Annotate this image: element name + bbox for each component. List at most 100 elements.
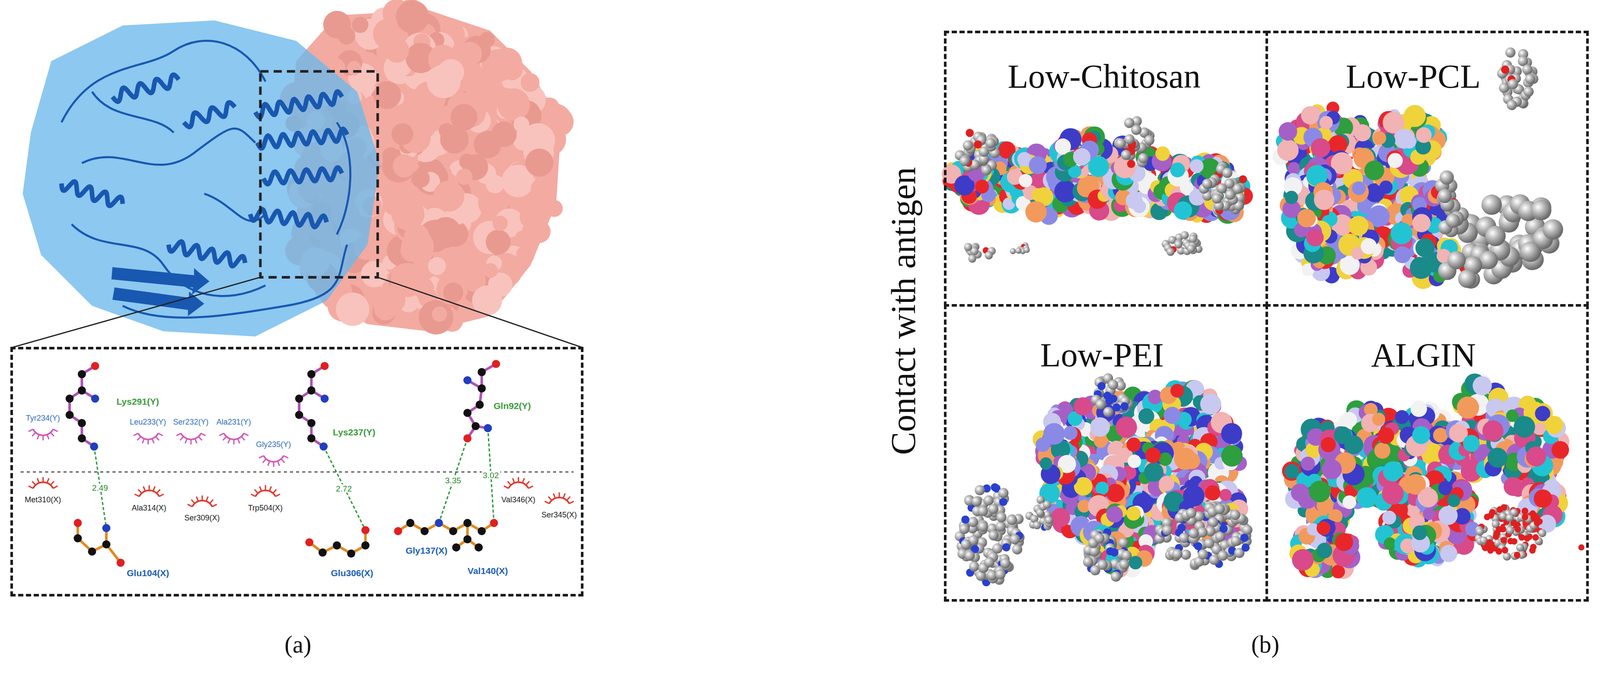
hydrophobic-spoke <box>152 486 155 492</box>
hydrophobic-spoke <box>228 439 230 444</box>
hydrophobic-spoke <box>258 455 264 459</box>
hydrophobic-spoke <box>525 481 530 486</box>
surface-patch <box>1155 146 1170 162</box>
leader-line <box>11 277 261 348</box>
atom <box>489 519 498 528</box>
polymer-atom <box>1127 159 1136 169</box>
alpha-helix <box>255 91 343 118</box>
surface-bump <box>391 123 414 146</box>
atom <box>116 558 125 568</box>
surface-patch <box>1393 246 1411 264</box>
polymer-atom <box>1439 170 1454 185</box>
atom <box>307 370 316 379</box>
coil-loop <box>61 40 266 123</box>
hydrophobic-spoke <box>241 436 246 441</box>
hydrophobic-spoke <box>548 497 552 501</box>
hydrophobic-spoke <box>544 501 550 504</box>
surface-bump <box>433 180 465 212</box>
polymer-atom <box>1542 219 1563 240</box>
hydrophobic-spoke <box>264 485 267 491</box>
hydrophobic-spoke <box>190 439 192 445</box>
hydrophobic-spoke <box>254 489 259 494</box>
hydrophobic-spoke <box>267 461 270 467</box>
polymer-atom <box>1479 251 1498 270</box>
polymer-atom <box>1137 153 1149 164</box>
surface-patch <box>1300 106 1320 125</box>
atom <box>320 362 329 371</box>
hydrophobic-spoke <box>42 435 44 441</box>
atom <box>307 419 316 428</box>
polymer-atom <box>1124 134 1135 145</box>
hydrophobic-spoke <box>180 436 184 441</box>
hydrophobic-spoke <box>237 439 240 444</box>
polymer-atom <box>1522 64 1533 75</box>
atom <box>471 422 480 431</box>
polymer-atom <box>1216 183 1228 194</box>
hydrophobic-spoke <box>155 436 160 441</box>
alpha-helix <box>183 102 235 128</box>
surface-patch <box>1173 201 1193 220</box>
hydrophobic-spoke <box>143 486 146 492</box>
polymer-atom <box>1437 188 1452 204</box>
surface-bump <box>485 175 505 194</box>
hydrophobic-spoke <box>259 486 262 492</box>
alpha-helix <box>257 128 348 149</box>
hydrophobic-spoke <box>517 477 520 483</box>
atom <box>307 434 316 443</box>
hydrophobic-spoke <box>159 494 164 497</box>
hydrophobic-arc <box>263 455 284 463</box>
surface-bump <box>525 148 554 177</box>
hydrophobic-spoke <box>147 439 149 445</box>
atom <box>91 362 100 371</box>
atom <box>77 419 87 428</box>
hydrophobic-spoke <box>134 494 140 497</box>
surface-bump <box>352 16 369 34</box>
atom <box>420 527 429 536</box>
surface-bump <box>410 112 437 139</box>
alpha-helix <box>263 167 343 185</box>
alpha-helix <box>112 74 179 102</box>
surface-patch <box>1390 222 1413 245</box>
hydrophobic-spoke <box>269 486 271 492</box>
surface-bump <box>411 169 431 189</box>
hydrophobic-spoke <box>28 486 34 489</box>
atom <box>320 394 329 403</box>
hydrophobic-spoke <box>184 439 187 444</box>
polymer-atom <box>1211 193 1223 204</box>
hydrophobic-spoke <box>201 495 203 501</box>
hydrophobic-spoke <box>503 486 509 489</box>
atom <box>307 386 316 396</box>
hydrophobic-arc <box>192 500 213 507</box>
atom <box>73 534 83 543</box>
atom <box>305 538 314 547</box>
surface-bump <box>335 292 370 326</box>
surface-bump <box>497 87 514 103</box>
polymer-atom <box>1201 178 1213 190</box>
hydrophobic-spoke <box>133 433 139 436</box>
hydrophobic-arc <box>33 482 54 489</box>
atom <box>477 527 486 536</box>
hydrophobic-spoke <box>273 462 275 468</box>
surface-patch <box>1412 213 1431 233</box>
interaction-map <box>28 360 574 568</box>
surface-bump <box>514 230 532 248</box>
atom <box>452 543 461 552</box>
hydrophobic-spoke <box>275 494 281 497</box>
surface-patch <box>1028 156 1047 175</box>
hydrogen-bond <box>323 446 366 531</box>
surface-patch <box>1402 134 1417 149</box>
hydrophobic-spoke <box>223 436 227 441</box>
polymer-atom <box>1144 135 1155 146</box>
surface-patch <box>975 179 989 194</box>
surface-patch <box>1379 180 1393 195</box>
surface-bump <box>492 215 508 231</box>
polymer-atom <box>1481 194 1502 215</box>
surface-bump <box>516 245 535 265</box>
surface-patch <box>1297 208 1317 228</box>
surface-bump <box>457 41 482 67</box>
surface-bump <box>376 303 392 319</box>
atom <box>319 442 328 451</box>
polymer-atom <box>1188 235 1197 244</box>
surface-patch <box>1169 162 1185 178</box>
